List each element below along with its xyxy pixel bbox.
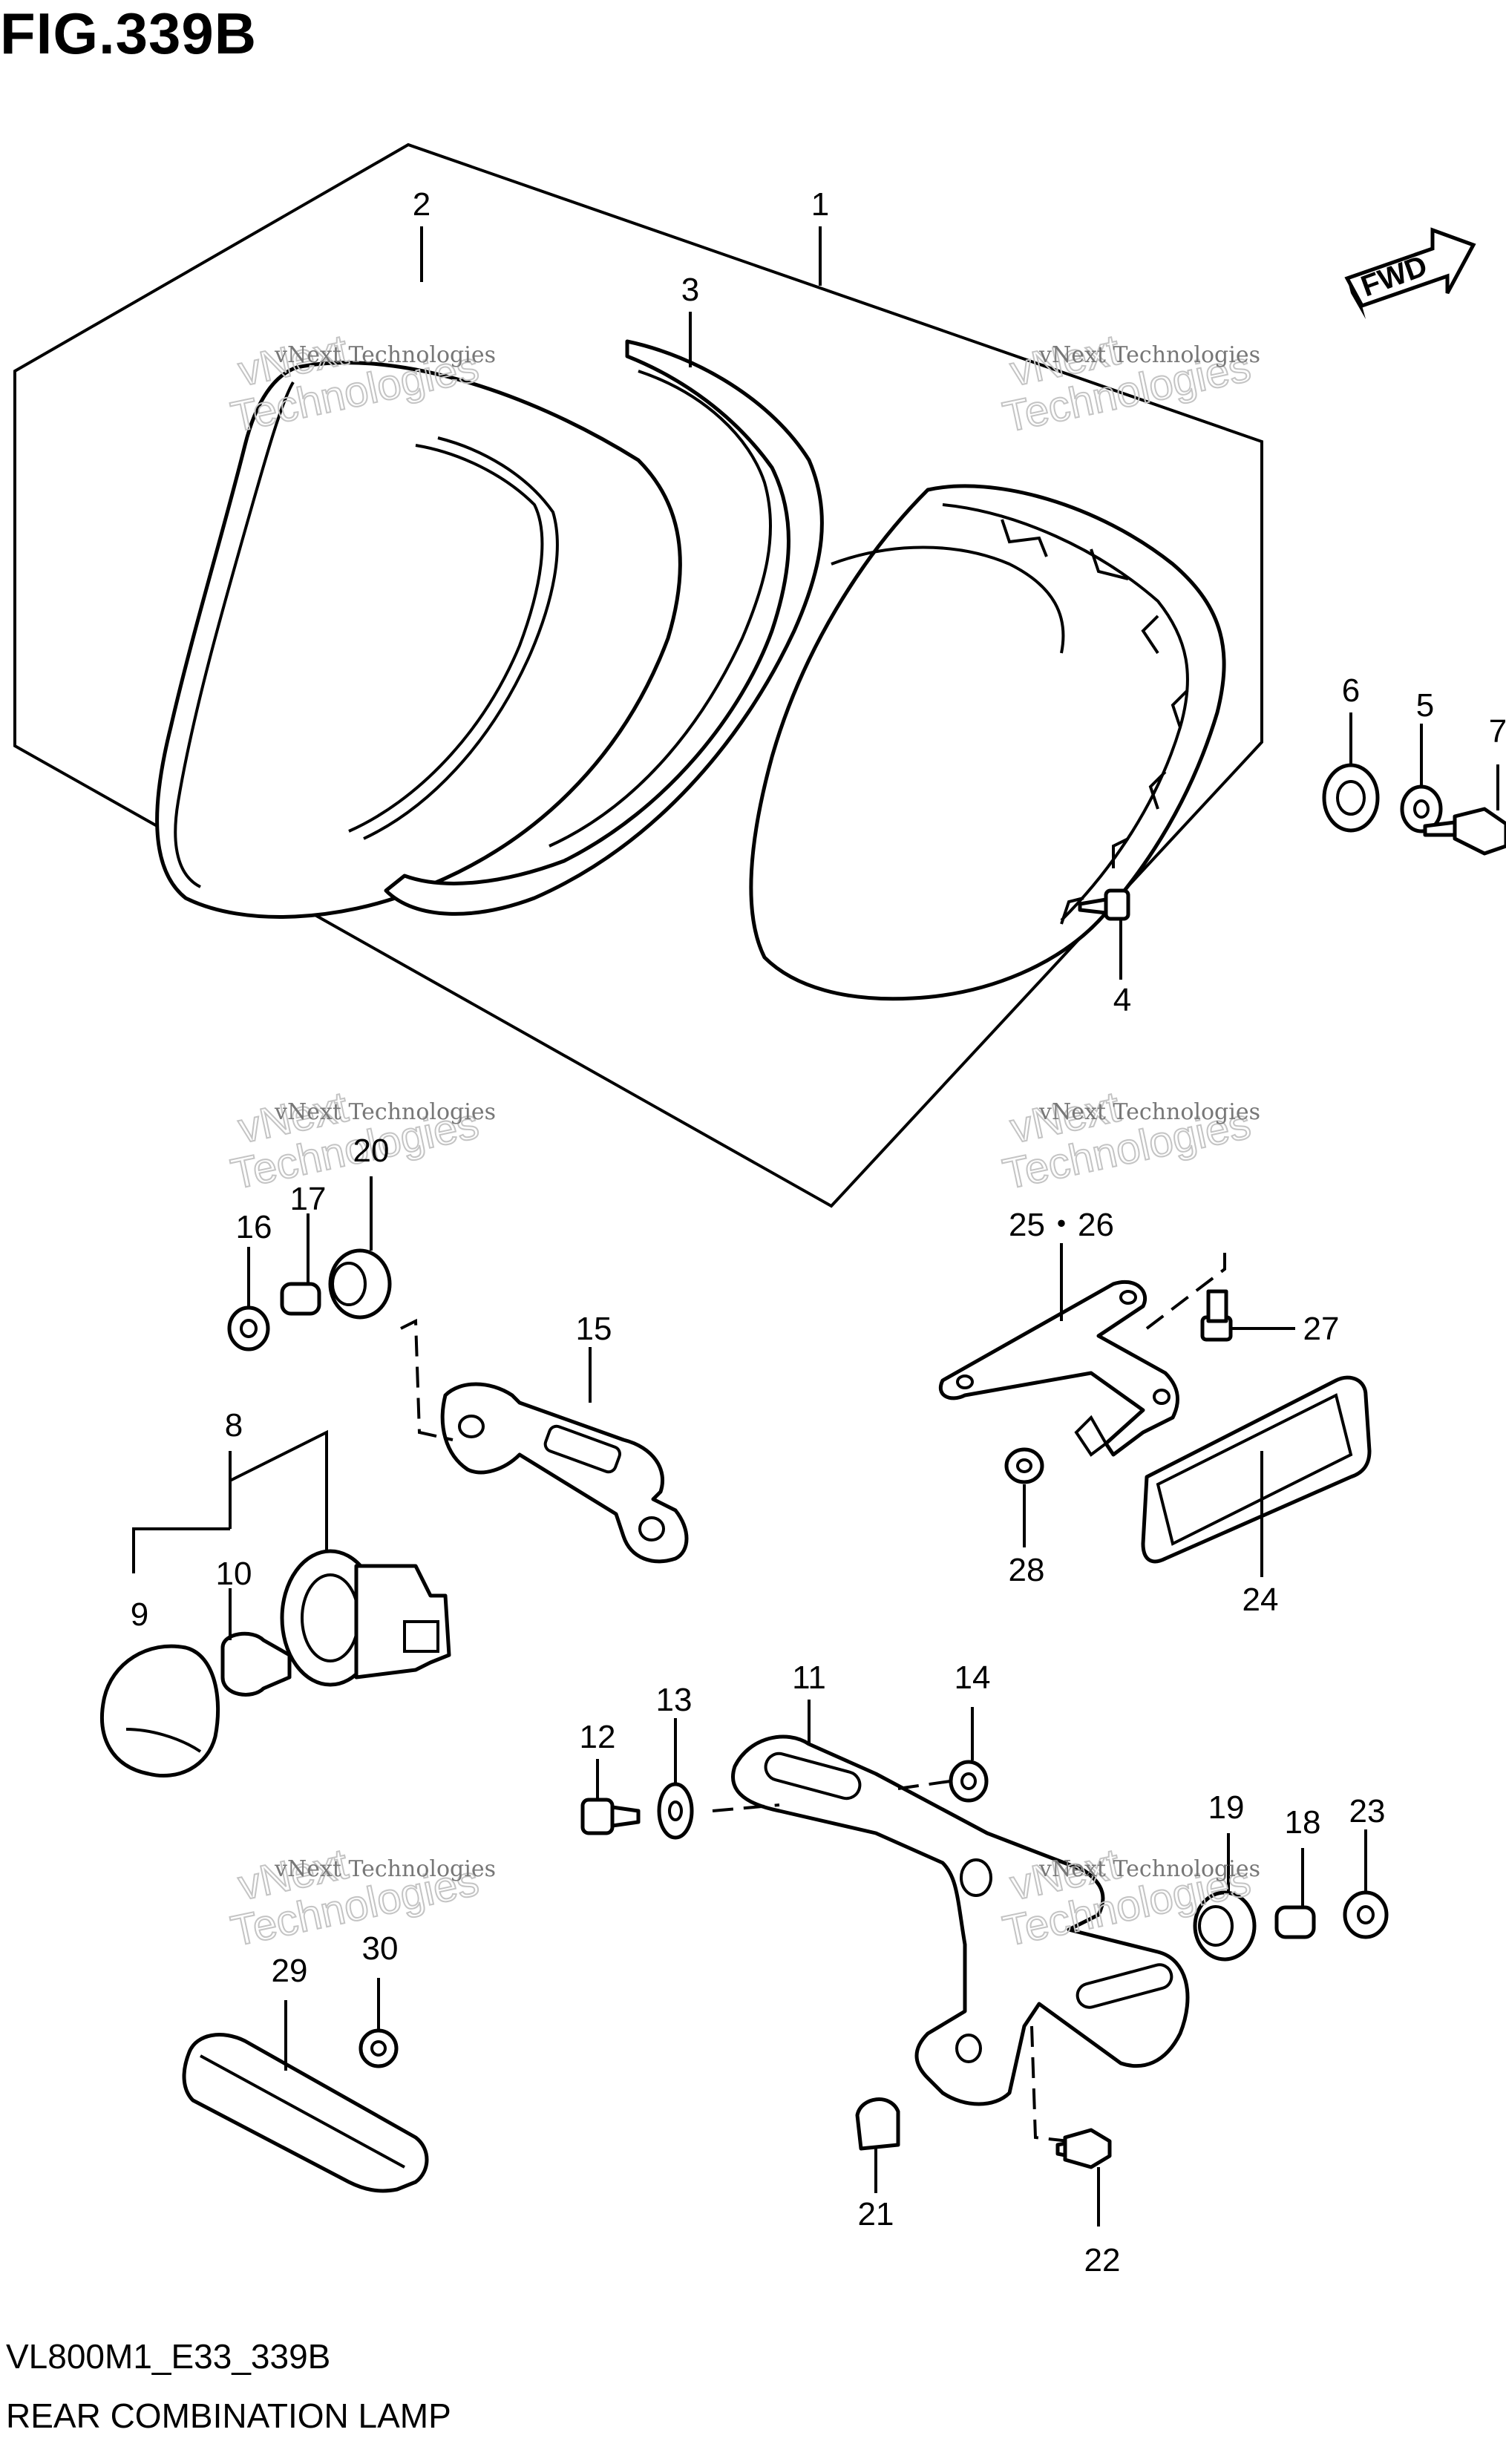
callout-18: 18 — [1285, 1804, 1321, 1841]
callout-17: 17 — [290, 1181, 327, 1217]
part-18-spacer — [1274, 1848, 1316, 1939]
part-10-bulb — [220, 1588, 292, 1697]
callout-20: 20 — [353, 1133, 390, 1169]
callout-28: 28 — [1009, 1552, 1045, 1588]
part-29-reflector — [182, 2000, 429, 2193]
part-4-screw — [1078, 888, 1130, 980]
callout-6: 6 — [1342, 672, 1360, 709]
callout-19: 19 — [1208, 1789, 1245, 1826]
callout-11: 11 — [792, 1659, 826, 1696]
part-3-gasket — [384, 339, 824, 916]
part-21-cap — [855, 2097, 900, 2193]
svg-text:vNext Technologies: vNext Technologies — [1038, 1856, 1260, 1882]
dash-27-bracket — [1145, 1247, 1226, 1330]
dash-22-11 — [1030, 2025, 1070, 2143]
part-11-bracket — [731, 1700, 1190, 2106]
callout-1: 1 — [811, 186, 829, 223]
fwd-arrow: FWD — [1344, 227, 1476, 319]
callout-27: 27 — [1303, 1311, 1340, 1347]
dash-20-15 — [400, 1318, 454, 1441]
part-27-bolt — [1200, 1289, 1295, 1342]
part-8-socket — [280, 1549, 451, 1687]
callout-14: 14 — [955, 1659, 991, 1696]
part-28-nut — [1004, 1447, 1044, 1547]
part-5-washer — [1400, 724, 1443, 833]
callout-21: 21 — [858, 2196, 894, 2232]
part-6-grommet — [1322, 712, 1380, 833]
lead-8 — [229, 1429, 328, 1551]
part-20-grommet — [328, 1176, 392, 1320]
callout-8: 8 — [225, 1407, 243, 1444]
part-13-washer — [657, 1718, 694, 1840]
callout-2: 2 — [413, 186, 430, 223]
callout-5: 5 — [1416, 687, 1434, 724]
svg-text:vNext Technologies: vNext Technologies — [274, 342, 496, 368]
diagram-name: REAR COMBINATION LAMP — [6, 2396, 451, 2435]
callout-7: 7 — [1489, 713, 1506, 750]
dash-13-11 — [712, 1803, 780, 1812]
part-9-lens — [100, 1644, 220, 1778]
part-16-nut — [227, 1247, 270, 1351]
part-30-nut — [359, 1978, 399, 2068]
lead-9 — [132, 1527, 230, 1573]
callout-30: 30 — [362, 1930, 399, 1967]
callout-25-26: 25・26 — [1009, 1207, 1114, 1243]
callout-4: 4 — [1113, 982, 1131, 1018]
part-25-26-bracket — [938, 1243, 1180, 1457]
callout-10: 10 — [216, 1556, 252, 1592]
part-7-screw — [1423, 764, 1506, 856]
part-17-spacer — [280, 1213, 321, 1316]
callout-16: 16 — [236, 1209, 272, 1245]
part-14-nut — [949, 1707, 989, 1803]
watermark-4: vNext Technologies vNext Technologies — [998, 1082, 1260, 1199]
callout-3: 3 — [681, 272, 699, 308]
part-12-bolt — [580, 1759, 641, 1835]
svg-text:vNext Technologies: vNext Technologies — [274, 1099, 496, 1125]
callout-13: 13 — [656, 1682, 693, 1718]
diagram-code: VL800M1_E33_339B — [6, 2337, 331, 2376]
callout-23: 23 — [1349, 1793, 1386, 1829]
callout-9: 9 — [131, 1596, 148, 1633]
dash-14-11 — [897, 1780, 951, 1790]
part-19-grommet — [1193, 1833, 1257, 1962]
part-23-nut — [1343, 1829, 1389, 1939]
part-1-lamp-housing — [749, 484, 1226, 1001]
part-24-reflector — [1141, 1375, 1372, 1577]
callout-15: 15 — [576, 1311, 612, 1347]
watermark-2: vNext Technologies vNext Technologies — [998, 325, 1260, 442]
part-2-lens-rim — [155, 361, 682, 919]
assembly-box — [13, 142, 1263, 1208]
svg-text:vNext Technologies: vNext Technologies — [274, 1856, 496, 1882]
svg-text:vNext Technologies: vNext Technologies — [1038, 1099, 1260, 1125]
callout-12: 12 — [580, 1719, 616, 1755]
figure-title: FIG.339B — [0, 1, 258, 66]
callout-22: 22 — [1084, 2242, 1121, 2278]
part-22-bolt — [1055, 2128, 1112, 2227]
callout-29: 29 — [272, 1953, 308, 1989]
svg-text:vNext Technologies: vNext Technologies — [1038, 342, 1260, 368]
callout-24: 24 — [1243, 1582, 1279, 1618]
part-15-bracket — [440, 1347, 689, 1564]
